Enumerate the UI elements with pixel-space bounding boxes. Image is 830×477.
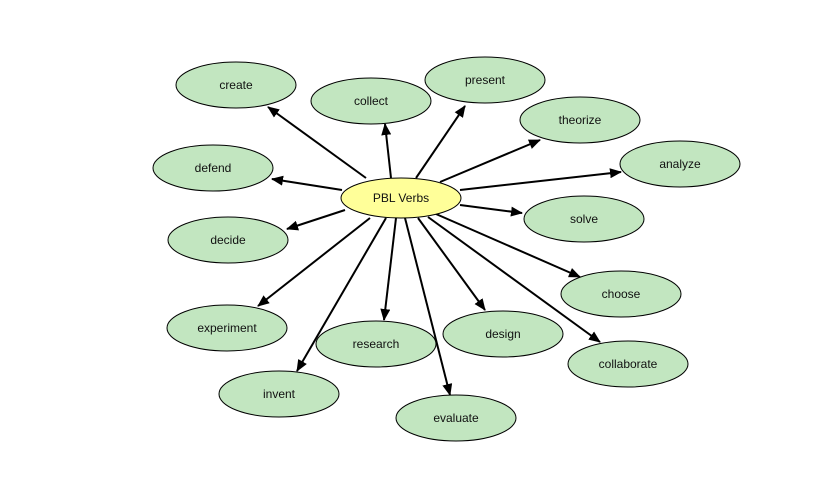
node-collect: collect (310, 77, 432, 125)
edge-arrow-theorize (439, 139, 541, 183)
node-decide: decide (167, 216, 289, 264)
edge-arrow-experiment (257, 217, 371, 307)
node-invent: invent (218, 370, 340, 418)
node-label-create: create (219, 78, 253, 92)
node-design: design (442, 310, 564, 358)
edge-arrow-decide (286, 209, 346, 231)
node-label-collect: collect (354, 94, 389, 108)
center-node-label: PBL Verbs (373, 191, 429, 205)
node-label-research: research (353, 337, 400, 351)
edge-arrow-evaluate (404, 217, 453, 396)
node-ellipse-collect (310, 77, 432, 125)
node-ellipse-evaluate (395, 394, 517, 442)
node-analyze: analyze (619, 140, 741, 188)
node-label-collaborate: collaborate (599, 357, 658, 371)
node-label-experiment: experiment (197, 321, 257, 335)
edge-arrow-design (417, 217, 486, 311)
edge-arrow-solve (459, 204, 523, 217)
node-research: research (315, 320, 437, 368)
node-ellipse-choose (560, 270, 682, 318)
node-ellipse-present (424, 56, 546, 104)
edge-arrow-collect (381, 123, 392, 179)
node-create: create (175, 61, 297, 109)
node-ellipse-theorize (519, 96, 641, 144)
node-ellipse-experiment (166, 304, 288, 352)
node-ellipse-analyze (619, 140, 741, 188)
node-label-defend: defend (195, 161, 232, 175)
node-label-evaluate: evaluate (433, 411, 479, 425)
edge-arrow-defend (271, 175, 343, 191)
node-label-theorize: theorize (559, 113, 602, 127)
node-ellipse-defend (152, 144, 274, 192)
center-node: PBL Verbs (340, 177, 462, 219)
edge-arrow-invent (296, 217, 387, 372)
node-solve: solve (523, 195, 645, 243)
edge-arrow-choose (435, 213, 581, 278)
node-ellipse-research (315, 320, 437, 368)
node-label-choose: choose (602, 287, 641, 301)
node-evaluate: evaluate (395, 394, 517, 442)
node-label-analyze: analyze (659, 157, 701, 171)
node-label-solve: solve (570, 212, 598, 226)
node-ellipse-design (442, 310, 564, 358)
edge-arrow-create (267, 106, 367, 179)
edge-arrow-analyze (459, 168, 622, 191)
node-ellipse-decide (167, 216, 289, 264)
node-experiment: experiment (166, 304, 288, 352)
node-ellipse-solve (523, 195, 645, 243)
node-label-decide: decide (210, 233, 246, 247)
nodes: create collect present theorize analyze defen… (152, 56, 741, 442)
node-label-invent: invent (263, 387, 296, 401)
edge-arrow-research (380, 217, 397, 321)
edge-arrow-present (415, 105, 466, 179)
edges (257, 105, 622, 396)
node-theorize: theorize (519, 96, 641, 144)
node-label-present: present (465, 73, 506, 87)
edge-arrow-collaborate (427, 216, 601, 343)
node-present: present (424, 56, 546, 104)
node-ellipse-collaborate (567, 340, 689, 388)
node-collaborate: collaborate (567, 340, 689, 388)
node-choose: choose (560, 270, 682, 318)
node-ellipse-create (175, 61, 297, 109)
center-node-ellipse (340, 177, 462, 219)
node-ellipse-invent (218, 370, 340, 418)
node-defend: defend (152, 144, 274, 192)
node-label-design: design (485, 327, 520, 341)
